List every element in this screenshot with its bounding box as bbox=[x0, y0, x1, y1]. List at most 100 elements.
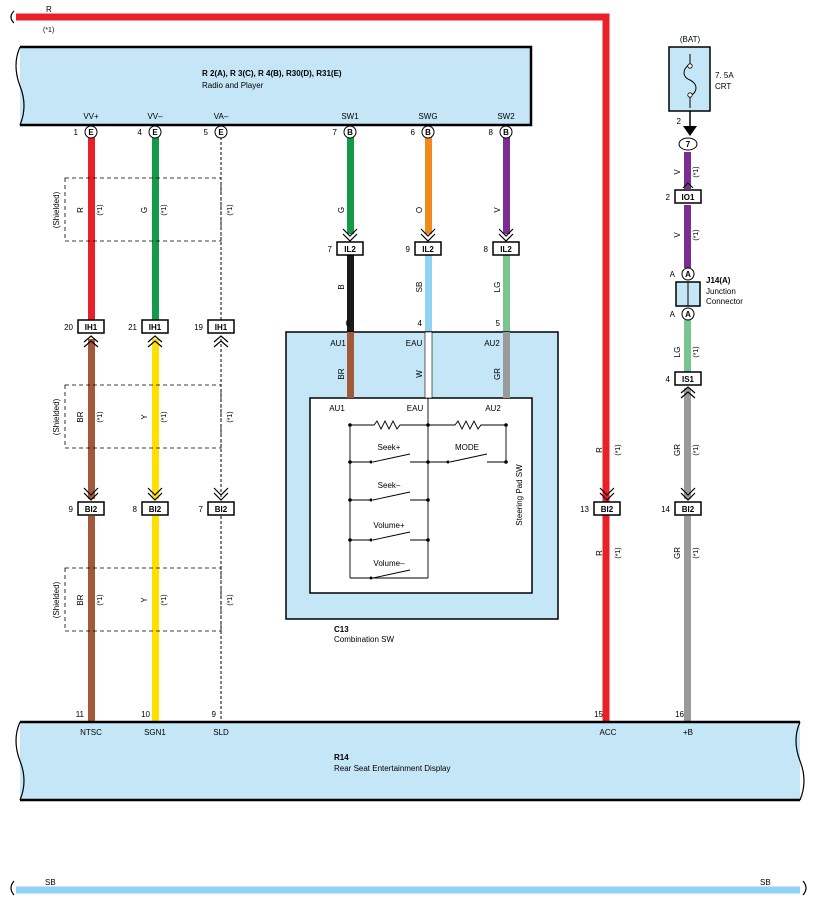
radio-pin-1: 1 E bbox=[74, 125, 98, 139]
connector-label: BI2 bbox=[85, 505, 98, 514]
radio-subtitle: Radio and Player bbox=[202, 81, 264, 90]
wire-break-top bbox=[10, 10, 15, 24]
connector-pin: 19 bbox=[194, 323, 203, 332]
switch-label-seek-plus: Seek+ bbox=[378, 443, 401, 452]
wire-r bbox=[88, 137, 95, 322]
c13-pin-number: 6 bbox=[346, 319, 351, 328]
fuse-pin: 2 bbox=[677, 117, 682, 126]
wire-gr bbox=[503, 332, 510, 398]
connector-bi2-8: BI2 8 bbox=[133, 487, 169, 516]
connector-pin: 8 bbox=[484, 245, 489, 254]
connector-ih1-19: IH1 19 bbox=[194, 319, 235, 348]
wire-color-label: G bbox=[140, 207, 149, 213]
radio-pin-7: 7 B bbox=[333, 125, 357, 139]
wire-color-label: W bbox=[415, 370, 424, 378]
note-label: (*1) bbox=[227, 204, 234, 215]
wire-break-bottom-left bbox=[10, 880, 15, 896]
connector-label: IO1 bbox=[682, 193, 695, 202]
connector-letter: E bbox=[152, 128, 158, 137]
radio-box-break bbox=[15, 46, 25, 126]
connector-pin: 9 bbox=[406, 245, 411, 254]
shielded-label: (Shielded) bbox=[52, 191, 61, 228]
wire-color-label: LG bbox=[673, 347, 682, 358]
junction-letter-bottom: A bbox=[685, 310, 691, 319]
wire-v bbox=[684, 152, 691, 189]
connector-pin: 2 bbox=[666, 193, 671, 202]
wire-g bbox=[152, 137, 159, 322]
connector-label: BI2 bbox=[149, 505, 162, 514]
rse-pin-number: 15 bbox=[594, 710, 603, 719]
wire-color-label: GR bbox=[493, 368, 502, 380]
steering-pin-name: AU2 bbox=[485, 404, 501, 413]
connector-label: BI2 bbox=[215, 505, 228, 514]
note-label: (*1) bbox=[161, 411, 168, 422]
wire-v bbox=[503, 137, 510, 234]
note-label: (*1) bbox=[97, 204, 104, 215]
pin-number: 1 bbox=[74, 128, 79, 137]
shield-box bbox=[64, 567, 222, 632]
junction-pin-top-label: A bbox=[670, 270, 676, 279]
connector-ih1-20: IH1 20 bbox=[64, 319, 105, 348]
junction-pin-bottom bbox=[681, 307, 695, 321]
connector-pin: 14 bbox=[661, 505, 670, 514]
connector-letter: B bbox=[503, 128, 509, 137]
note-label: (*1) bbox=[693, 346, 700, 357]
connector-pin: 7 bbox=[328, 245, 333, 254]
note-label: (*1) bbox=[693, 229, 700, 240]
connector-letter: B bbox=[425, 128, 431, 137]
connector-letter: E bbox=[218, 128, 224, 137]
junction-pin-top bbox=[681, 267, 695, 281]
c13-pin-name: EAU bbox=[406, 339, 423, 348]
wire-color-label: V bbox=[673, 169, 682, 175]
rse-pin-number: 9 bbox=[212, 710, 217, 719]
fuse-name: CRT bbox=[715, 82, 731, 91]
note-label: (*1) bbox=[227, 411, 234, 422]
wire-br bbox=[88, 339, 95, 499]
rse-pin-name: +B bbox=[683, 728, 693, 737]
radio-box-border bbox=[20, 45, 533, 127]
wire-color-label: B bbox=[337, 284, 346, 289]
fuse-rating: 7. 5A bbox=[715, 71, 734, 80]
wire-color-label: V bbox=[493, 207, 502, 213]
wire-y bbox=[152, 516, 159, 722]
radio-pin-name: VV– bbox=[147, 112, 163, 121]
fuse-icon bbox=[683, 54, 697, 108]
connector-bi2-9: BI2 9 bbox=[69, 487, 105, 516]
wire-g bbox=[347, 137, 354, 234]
switch-label-volume-minus: Volume– bbox=[373, 559, 405, 568]
connector-is1: IS1 4 bbox=[666, 371, 702, 399]
radio-pin-6: 6 B bbox=[411, 125, 435, 139]
fuse-pin-out bbox=[678, 137, 698, 151]
fuse-source: (BAT) bbox=[680, 35, 701, 44]
wire-color-label: O bbox=[415, 207, 424, 213]
wire-w bbox=[424, 331, 433, 399]
connector-letter: B bbox=[347, 128, 353, 137]
fuse-pin-out-number: 7 bbox=[686, 140, 691, 149]
radio-pin-name: SWG bbox=[418, 112, 437, 121]
rse-pin-name: NTSC bbox=[80, 728, 102, 737]
fuse-terminal bbox=[687, 63, 693, 69]
pin-number: 6 bbox=[411, 128, 416, 137]
radio-pin-name: SW2 bbox=[497, 112, 515, 121]
pin-number: 8 bbox=[489, 128, 494, 137]
wire-color-label: Y bbox=[140, 597, 149, 603]
wire-color-label: R bbox=[595, 447, 604, 453]
shielded-label: (Shielded) bbox=[52, 581, 61, 618]
wire-lg bbox=[503, 255, 510, 398]
wire-color-label: V bbox=[673, 232, 682, 238]
radio-pin-name: VA– bbox=[214, 112, 229, 121]
wire-gr bbox=[684, 516, 691, 722]
bottom-wire-right-label: SB bbox=[760, 878, 771, 887]
wire-color-label: R bbox=[595, 550, 604, 556]
radio-title: R 2(A), R 3(C), R 4(B), R30(D), R31(E) bbox=[202, 69, 342, 78]
wire-color-label: BR bbox=[337, 368, 346, 379]
rse-pin-number: 16 bbox=[675, 710, 684, 719]
connector-pin: 21 bbox=[128, 323, 137, 332]
shield-box bbox=[64, 384, 222, 449]
connector-label: IH1 bbox=[149, 323, 162, 332]
connector-pin: 9 bbox=[69, 505, 74, 514]
wire-color-label: G bbox=[337, 207, 346, 213]
steering-pad-box bbox=[309, 397, 533, 594]
junction-line1: Junction bbox=[706, 287, 736, 296]
